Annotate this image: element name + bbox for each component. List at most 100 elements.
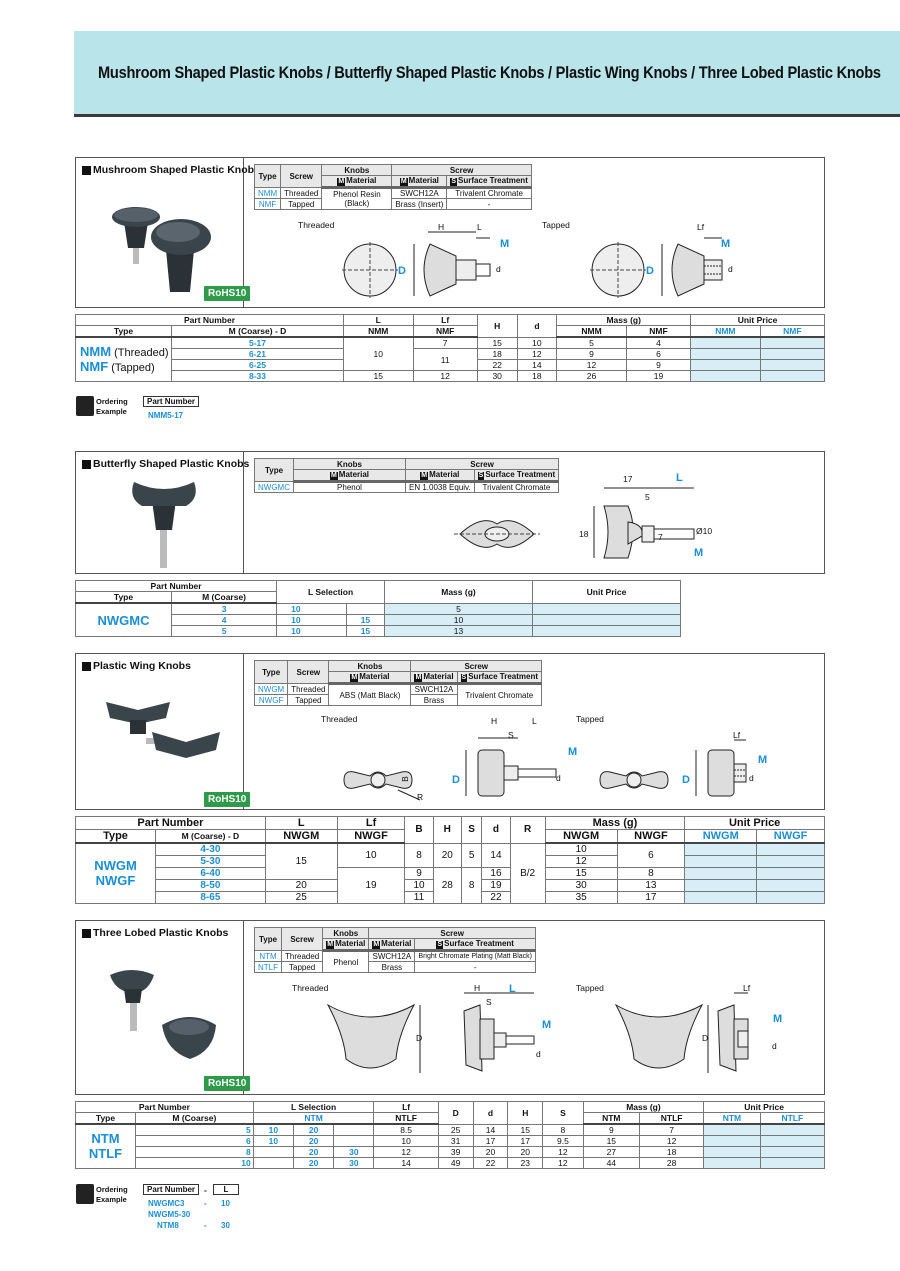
price-cell[interactable] [756,842,825,856]
table-cell: 10 [384,614,533,626]
mushroom-section: Mushroom Shaped Plastic Knobs RoHS10 Typ… [75,157,825,308]
table-cell: 10 [336,842,406,868]
table-cell: 22 [472,1157,509,1169]
table-cell: NTM [703,1112,761,1125]
table-cell: 10 [373,1135,439,1147]
table-cell: 10 [252,1123,294,1136]
price-cell[interactable] [532,614,681,626]
table-cell: Part Number [75,1101,254,1113]
table-cell: 17 [507,1135,544,1147]
table-cell: 20 [264,879,338,892]
table-cell: SWCH12A [391,187,448,199]
price-cell[interactable] [684,855,758,868]
table-cell: 5-17 [171,336,344,349]
table-cell: 25 [264,891,338,904]
table-cell: 15 [544,867,618,880]
table-cell: 6-25 [171,359,344,371]
price-cell[interactable] [759,370,826,382]
table-cell: SWCH12A [368,950,416,962]
table-cell: 4-30 [155,842,266,856]
price-cell[interactable] [756,879,825,892]
price-cell[interactable] [756,891,825,904]
rohs-badge: RoHS10 [204,286,251,301]
price-cell[interactable] [756,855,825,868]
price-cell[interactable] [759,336,826,349]
table-cell: 6 [135,1135,254,1147]
table-cell: 18 [516,370,558,382]
table-cell: Trivalent Chromate [446,187,532,199]
lobed-tapped-top-drawing [614,1003,709,1073]
price-cell[interactable] [756,867,825,880]
price-cell[interactable] [759,1157,826,1169]
table-cell: 15 [507,1123,544,1136]
table-cell: Unit Price [703,1101,825,1113]
table-cell: Knobs [293,458,406,470]
table-cell: 8 [404,842,434,868]
table-cell: 18 [638,1146,705,1158]
price-cell[interactable] [703,1123,761,1136]
table-cell: 5 [556,336,627,349]
table-cell: 10 [544,842,618,856]
butterfly-top-drawing [454,520,540,548]
table-cell: NWGF [336,829,406,844]
price-cell[interactable] [684,842,758,856]
price-cell[interactable] [684,867,758,880]
price-cell[interactable] [703,1157,761,1169]
table-cell: 15 [342,370,414,382]
price-cell[interactable] [690,348,761,360]
price-cell[interactable] [690,359,761,371]
table-cell: NWGM [264,829,338,844]
price-cell[interactable] [759,1146,826,1158]
table-cell: 31 [437,1135,474,1147]
table-cell: L Selection [252,1101,375,1113]
price-cell[interactable] [703,1135,761,1147]
table-cell: 8-50 [155,879,266,892]
price-cell[interactable] [759,359,826,371]
price-cell[interactable] [532,625,681,637]
table-cell: 6 [616,842,686,868]
table-cell: NMF [412,325,478,338]
table-cell: Type [254,458,294,482]
table-cell: NWGM [544,829,618,844]
table-cell: Unit Price [684,816,825,830]
mushroom-photo-panel: Mushroom Shaped Plastic Knobs RoHS10 [76,158,260,307]
table-cell: Threaded [280,187,323,199]
table-cell: Phenol [322,950,370,973]
table-cell: Type [75,829,156,844]
table-cell: Type [75,591,172,604]
table-cell: M (Coarse) - D [171,325,344,338]
price-cell[interactable] [532,602,681,615]
table-cell: Unit Price [690,314,825,326]
price-cell[interactable] [759,1123,826,1136]
wing-threaded-top-drawing [343,771,421,801]
mushroom-knob-image [112,207,211,292]
table-cell: NWGF [756,829,825,844]
table-cell: NMM [556,325,627,338]
table-cell: L Selection [276,580,385,604]
price-cell[interactable] [759,348,826,360]
table-cell: Knobs [328,660,412,672]
price-cell[interactable] [690,336,761,349]
table-cell: 14 [472,1123,509,1136]
table-cell: 10 [252,1135,294,1147]
price-cell[interactable] [703,1146,761,1158]
table-cell: Lf [373,1101,439,1113]
butterfly-knob-image [132,482,196,568]
table-cell: 12 [542,1146,584,1158]
table-cell: 20 [432,842,462,868]
table-cell: 17 [616,891,686,904]
table-cell: 28 [638,1157,705,1169]
table-cell: 26 [556,370,627,382]
price-cell[interactable] [690,370,761,382]
price-cell[interactable] [684,891,758,904]
price-cell[interactable] [684,879,758,892]
table-cell: NTM [254,950,282,962]
price-cell[interactable] [759,1135,826,1147]
